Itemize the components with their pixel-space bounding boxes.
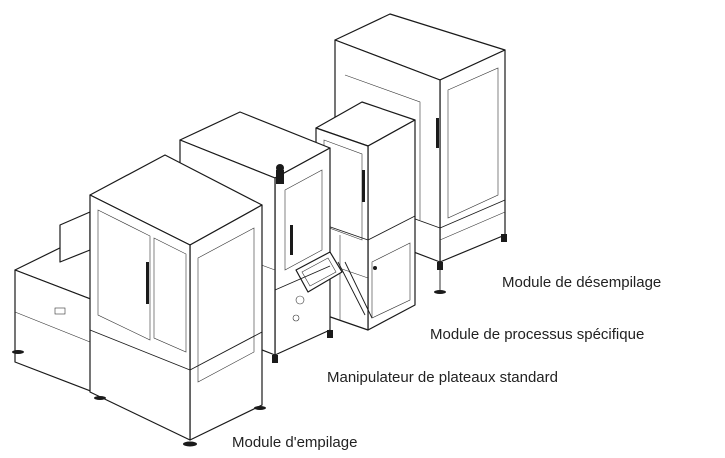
- stacking-module: [12, 154, 266, 447]
- label-stacking-module: Module d'empilage: [232, 434, 358, 451]
- label-tray-handler: Manipulateur de plateaux standard: [327, 369, 558, 386]
- label-specific-process-module: Module de processus spécifique: [430, 326, 645, 343]
- label-unstacking-module: Module de désempilage: [502, 274, 662, 291]
- specific-process-module: [315, 101, 416, 331]
